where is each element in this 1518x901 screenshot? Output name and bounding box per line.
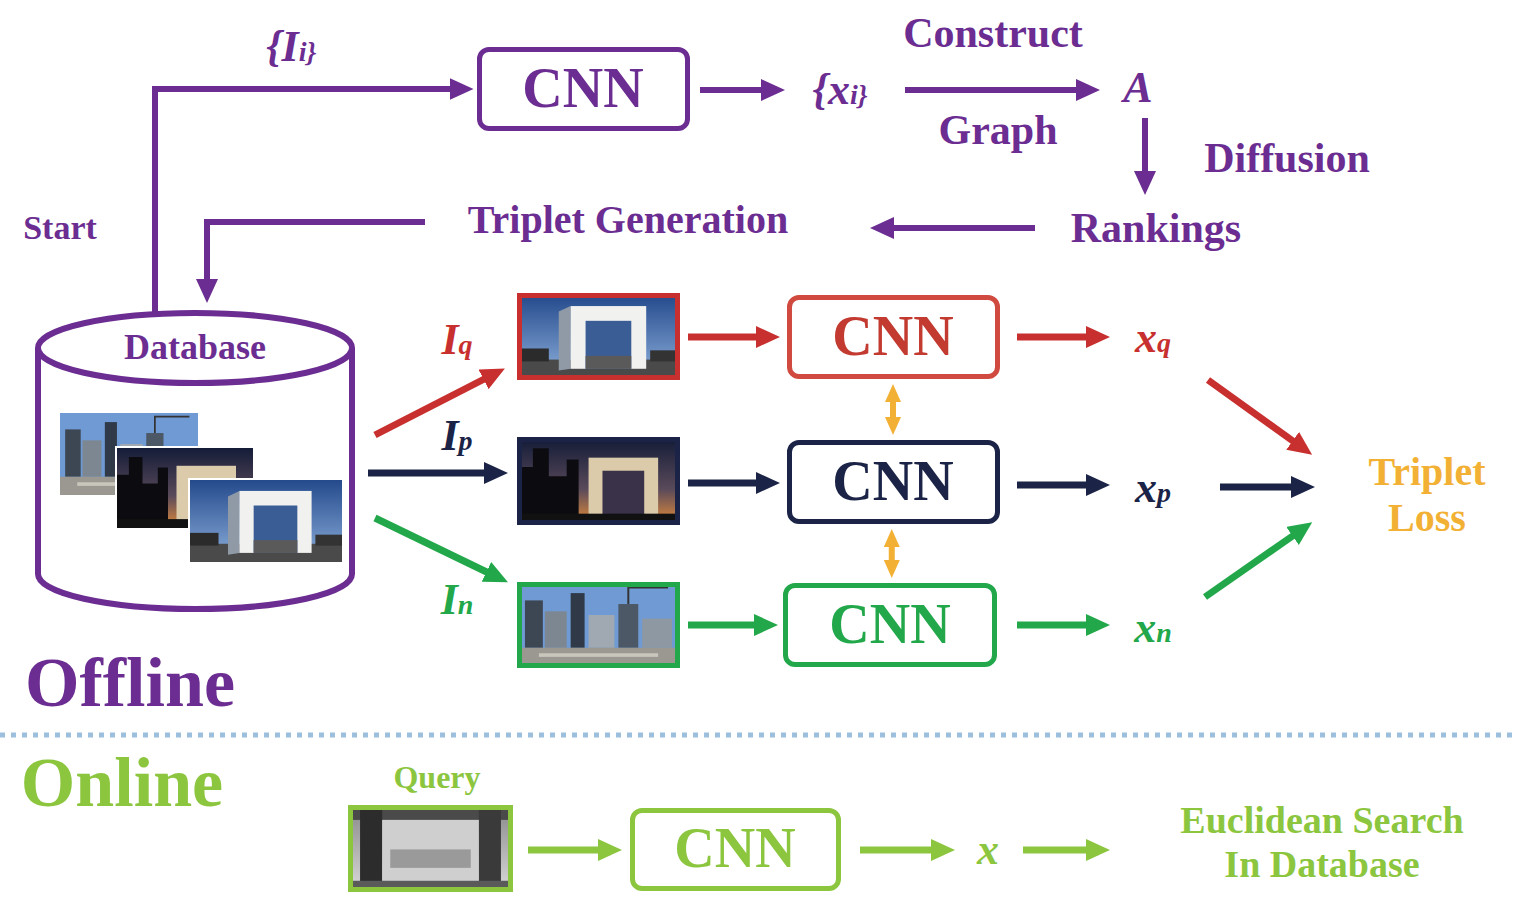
section-label: Online (21, 743, 223, 824)
online-query-image (350, 807, 511, 890)
step-label: Rankings (1071, 204, 1241, 252)
database-cylinder: Database (35, 310, 355, 612)
arrow (368, 470, 498, 477)
arrow (688, 480, 770, 487)
arrow (375, 518, 499, 578)
negative-image (519, 584, 678, 666)
variable-label: {xi} (813, 65, 868, 116)
separator-line (0, 733, 1518, 738)
step-label: Triplet Generation (468, 197, 788, 243)
arrow (1205, 528, 1304, 597)
variable-label: xq (1135, 313, 1171, 364)
variable-label: xn (1134, 603, 1172, 654)
database-label: Database (124, 328, 266, 368)
box-label: CNN (522, 58, 643, 120)
arrow (880, 225, 1035, 231)
variable-label: xp (1135, 463, 1171, 514)
arrow (1023, 847, 1100, 854)
cnn-box: CNN (787, 295, 1000, 379)
arrow (688, 622, 768, 629)
triplet-arrows (368, 337, 1305, 625)
step-label: Graph (938, 106, 1057, 154)
cylinder-body (38, 348, 352, 609)
variable-label: In (441, 575, 474, 626)
arrow (860, 847, 945, 854)
edge-label: {Ii} (266, 22, 316, 73)
step-label: Construct (903, 9, 1083, 57)
arrow (375, 373, 496, 435)
arrow (528, 847, 612, 854)
arrow (1017, 622, 1100, 629)
cnn-box: CNN (630, 808, 841, 891)
variable-label: Iq (441, 315, 472, 366)
step-label: Diffusion (1204, 134, 1370, 182)
variable-label: x (977, 825, 999, 876)
box-label: CNN (674, 818, 795, 880)
query-label: Query (393, 759, 480, 796)
cnn-box: CNN (477, 47, 690, 131)
arrow (1208, 380, 1304, 449)
loss-label: Triplet Loss (1352, 449, 1502, 541)
arrow (1220, 484, 1305, 491)
box-label: CNN (832, 451, 953, 513)
box-label: CNN (832, 306, 953, 368)
variable-label: A (1123, 63, 1152, 114)
flow-arrow (155, 89, 464, 312)
arrow (1142, 118, 1148, 185)
section-label: Offline (25, 643, 235, 724)
arrow (905, 87, 1090, 93)
arrow (1017, 334, 1100, 341)
shared-weights-arrow (890, 392, 896, 427)
box-label: CNN (829, 594, 950, 656)
search-label: Euclidean Search In Database (1167, 799, 1477, 886)
arrow (1017, 482, 1100, 489)
arrow (700, 87, 775, 93)
cnn-box: CNN (783, 583, 997, 667)
arrow (688, 334, 770, 341)
query-image (519, 295, 678, 378)
cylinder-top (38, 313, 352, 383)
cnn-box: CNN (787, 440, 1000, 524)
database-photos (58, 411, 344, 564)
start-label: Start (23, 208, 97, 247)
positive-image (519, 439, 678, 523)
variable-label: Ip (441, 411, 472, 462)
shared-weights-arrow (889, 537, 895, 570)
arrow (207, 222, 425, 293)
